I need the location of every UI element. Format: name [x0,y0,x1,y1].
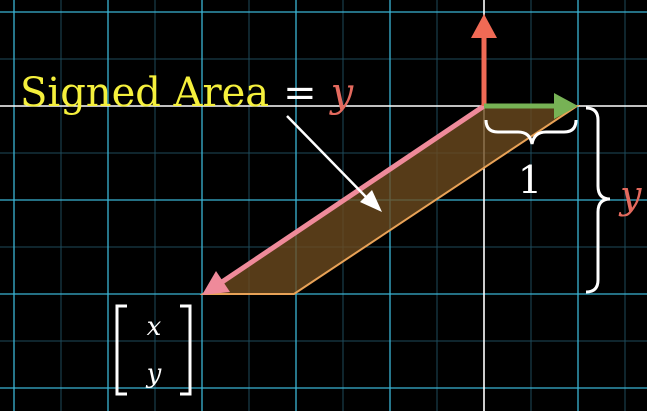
arrow-pointer-icon [286,115,382,212]
height-brace [585,106,611,294]
right-arrow-icon [484,93,578,119]
signed-area-text: Signed Area [20,70,269,116]
right-bracket [180,304,192,396]
width-label: 1 [518,158,542,202]
equals-sign: = [283,70,317,116]
height-label: y [618,173,642,217]
left-bracket [115,304,127,396]
signed-area-label: Signed Area = y [20,70,355,116]
vector-entry-y: y [146,359,162,389]
vector-entry-x: x [147,312,162,342]
up-arrow-icon [471,14,497,106]
diagonal-arrow-icon [202,103,487,295]
width-brace [484,119,578,145]
signed-area-variable: y [329,70,355,116]
column-vector: x y [115,304,192,396]
